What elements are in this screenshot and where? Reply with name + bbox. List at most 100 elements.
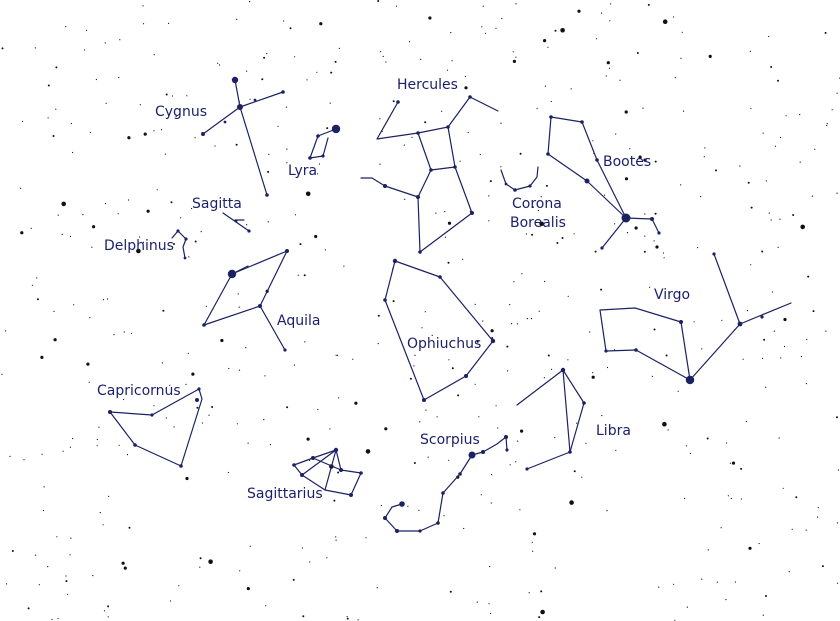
field-star — [544, 280, 546, 283]
field-star — [532, 550, 534, 552]
field-star — [791, 528, 793, 530]
label-virgo: Virgo — [654, 287, 690, 303]
field-star — [92, 225, 96, 229]
virgo-head — [713, 253, 741, 325]
field-star — [334, 60, 337, 63]
ophiuchus-star — [438, 275, 442, 279]
field-star — [55, 108, 57, 110]
field-star — [817, 507, 819, 509]
field-star — [654, 160, 657, 163]
field-star — [569, 500, 574, 505]
field-star — [512, 59, 517, 64]
field-star — [701, 348, 703, 350]
bootes-star — [584, 178, 590, 184]
field-star — [750, 264, 752, 266]
field-star — [335, 536, 337, 538]
field-star — [573, 233, 575, 235]
field-star — [1, 47, 4, 50]
field-star — [525, 233, 528, 235]
field-star — [706, 437, 709, 440]
label-delphinus: Delphinus — [104, 238, 174, 254]
field-star — [500, 166, 502, 168]
hercules-star — [416, 195, 420, 199]
label-hercules: Hercules — [397, 77, 458, 93]
field-star — [768, 212, 770, 214]
field-star — [403, 144, 405, 146]
field-star — [165, 417, 167, 419]
field-star — [812, 310, 815, 313]
field-star — [263, 56, 266, 59]
field-star — [264, 375, 266, 377]
field-star — [84, 49, 86, 51]
field-star — [301, 547, 303, 549]
field-star — [665, 354, 668, 357]
field-star — [246, 70, 248, 72]
field-star — [606, 510, 608, 512]
field-star — [316, 71, 318, 73]
field-star — [495, 27, 497, 29]
field-star — [5, 583, 8, 585]
field-star — [319, 22, 323, 26]
field-star — [777, 79, 779, 82]
field-star — [768, 35, 770, 38]
field-star — [606, 366, 609, 369]
libra-beam — [562, 369, 571, 453]
field-star — [418, 509, 420, 511]
field-star — [377, 314, 380, 317]
field-star — [489, 565, 491, 568]
field-star — [392, 300, 395, 303]
delphinus-star — [184, 237, 188, 241]
field-star — [413, 462, 416, 464]
field-star — [643, 158, 647, 162]
scorpius-star-shaula — [399, 501, 405, 507]
field-star — [686, 606, 688, 608]
field-star — [500, 122, 502, 124]
field-star — [107, 605, 110, 608]
constellation-labels: Cygnus Lyra Hercules Corona Borealis Boo… — [97, 77, 690, 502]
field-star — [43, 486, 45, 488]
field-star — [246, 587, 250, 591]
sagittarius-star — [349, 493, 353, 497]
field-star — [610, 3, 612, 5]
lyra-star — [308, 156, 312, 160]
field-star — [246, 224, 248, 226]
cygnus-star-sadr — [237, 104, 243, 110]
field-star — [104, 203, 107, 205]
field-star — [448, 359, 450, 361]
label-sagitta: Sagitta — [192, 196, 242, 212]
field-star — [765, 595, 767, 597]
field-star — [329, 428, 331, 430]
field-star — [178, 585, 180, 587]
field-star — [589, 331, 591, 333]
field-star — [515, 56, 517, 58]
field-star — [704, 147, 706, 149]
field-star — [765, 180, 767, 182]
field-star — [88, 381, 90, 383]
field-star — [490, 329, 494, 333]
field-star — [161, 129, 163, 131]
field-star — [488, 603, 490, 605]
field-star — [481, 26, 483, 28]
field-star — [239, 570, 241, 572]
field-star — [538, 310, 540, 312]
field-star — [302, 615, 305, 618]
field-star — [269, 444, 271, 446]
field-star — [459, 160, 461, 162]
virgo-star-spica — [685, 375, 695, 385]
field-star — [726, 442, 728, 444]
field-star — [742, 358, 744, 360]
cygnus-star — [253, 98, 257, 102]
field-star — [306, 79, 308, 81]
field-star — [740, 467, 743, 470]
field-star — [799, 161, 801, 163]
field-star — [779, 218, 781, 220]
field-star — [600, 288, 603, 291]
constellation-hercules — [360, 95, 499, 254]
field-star — [377, 0, 380, 2]
capricornus-star — [150, 413, 154, 417]
field-star — [245, 347, 247, 349]
field-star — [449, 590, 452, 593]
field-star — [745, 420, 747, 423]
field-star — [199, 557, 202, 560]
